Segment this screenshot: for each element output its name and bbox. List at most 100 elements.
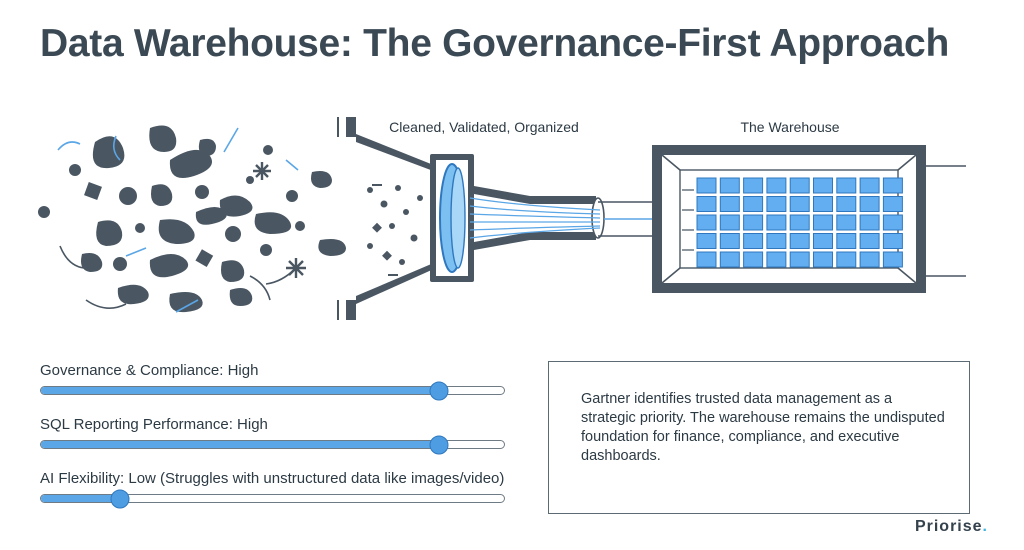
blob-shape <box>92 136 125 169</box>
data-cell <box>719 177 740 194</box>
blob-shape <box>169 149 212 178</box>
dot-shape <box>69 164 81 176</box>
slider-fill <box>41 441 440 448</box>
data-cell <box>696 251 717 268</box>
blob-shape <box>318 239 346 256</box>
data-cell <box>766 196 787 212</box>
data-cell <box>789 214 810 231</box>
brand-name: Priorise <box>914 518 983 535</box>
data-cell <box>859 196 880 212</box>
dot-shape <box>119 187 137 205</box>
slider-track[interactable] <box>40 489 505 508</box>
clean-data-streams <box>469 197 601 239</box>
unstructured-data-cloud <box>38 125 346 313</box>
info-box: Gartner identifies trusted data manageme… <box>548 361 970 514</box>
square-shape <box>84 182 102 200</box>
blob-shape <box>229 288 253 306</box>
data-cell <box>859 251 880 268</box>
blob-shape <box>117 284 149 305</box>
data-cell <box>696 196 717 212</box>
data-cell <box>836 214 857 231</box>
data-cell <box>789 177 810 194</box>
data-cell <box>859 233 880 249</box>
warehouse-label: The Warehouse <box>740 119 839 135</box>
slider-fill <box>41 387 440 394</box>
data-cell <box>743 214 764 231</box>
data-cell <box>813 251 833 268</box>
data-pipeline-diagram: Cleaned, Validated, Organized The Wareho… <box>38 117 966 320</box>
data-cell <box>766 177 787 194</box>
data-cell <box>719 196 740 212</box>
data-cell <box>719 214 740 231</box>
data-cell <box>813 177 833 194</box>
blob-shape <box>149 254 189 278</box>
data-cell <box>813 214 833 231</box>
data-cell <box>882 177 903 194</box>
data-cell <box>882 251 903 268</box>
blob-shape <box>198 138 216 156</box>
funnel-label: Cleaned, Validated, Organized <box>389 119 579 135</box>
slider-thumb[interactable] <box>429 435 449 454</box>
page-title: Data Warehouse: The Governance-First App… <box>40 22 949 65</box>
dot-shape <box>225 226 241 242</box>
data-cell <box>743 196 764 212</box>
asterisk-icon <box>253 162 306 278</box>
data-cell <box>789 233 810 249</box>
slider-fill <box>41 495 120 502</box>
blob-shape <box>254 212 292 234</box>
blob-shape <box>169 292 203 313</box>
data-cell <box>766 233 787 249</box>
data-cell <box>743 177 764 194</box>
slider-governance: Governance & Compliance: High <box>40 362 505 400</box>
data-cell <box>859 177 880 194</box>
data-cell <box>836 196 857 212</box>
data-cell <box>836 251 857 268</box>
organized-data-grid <box>696 177 903 268</box>
dot-shape <box>286 190 298 202</box>
blob-shape <box>195 207 227 225</box>
brand-dot: . <box>982 518 988 535</box>
blob-shape <box>81 253 103 272</box>
data-cell <box>743 233 764 249</box>
data-cell <box>719 233 740 249</box>
slider-ai-flexibility: AI Flexibility: Low (Struggles with unst… <box>40 470 505 508</box>
data-cell <box>813 233 833 249</box>
data-cell <box>766 251 787 268</box>
dot-shape <box>263 145 273 155</box>
slider-thumb[interactable] <box>110 489 130 508</box>
funnel <box>337 117 605 320</box>
dot-shape <box>195 185 209 199</box>
data-cell <box>836 177 857 194</box>
warehouse <box>652 145 966 293</box>
square-shape <box>195 249 214 268</box>
slider-thumb[interactable] <box>429 381 449 400</box>
dot-shape <box>260 244 272 256</box>
dot-shape <box>246 176 254 184</box>
data-cell <box>719 251 740 268</box>
data-cell <box>696 177 717 194</box>
data-cell <box>882 214 903 231</box>
data-cell <box>882 233 903 249</box>
data-cell <box>882 196 903 212</box>
dot-shape <box>135 223 145 233</box>
slider-label: SQL Reporting Performance: High <box>40 416 268 433</box>
dot-shape <box>38 206 50 218</box>
blob-shape <box>158 219 195 244</box>
blob-shape <box>221 260 245 282</box>
data-cell <box>859 214 880 231</box>
blob-shape <box>311 171 332 188</box>
slider-track[interactable] <box>40 435 505 454</box>
slider-track[interactable] <box>40 381 505 400</box>
slider-label: AI Flexibility: Low (Struggles with unst… <box>40 470 505 487</box>
info-text: Gartner identifies trusted data manageme… <box>581 391 945 464</box>
blob-shape <box>96 220 123 246</box>
data-cell <box>743 251 764 268</box>
brand-logo: Priorise. <box>915 518 988 536</box>
blob-shape <box>219 195 253 217</box>
data-cell <box>789 251 810 268</box>
dot-shape <box>295 221 305 231</box>
blob-shape <box>149 125 177 152</box>
data-cell <box>696 233 717 249</box>
data-cell <box>789 196 810 212</box>
data-cell <box>696 214 717 231</box>
